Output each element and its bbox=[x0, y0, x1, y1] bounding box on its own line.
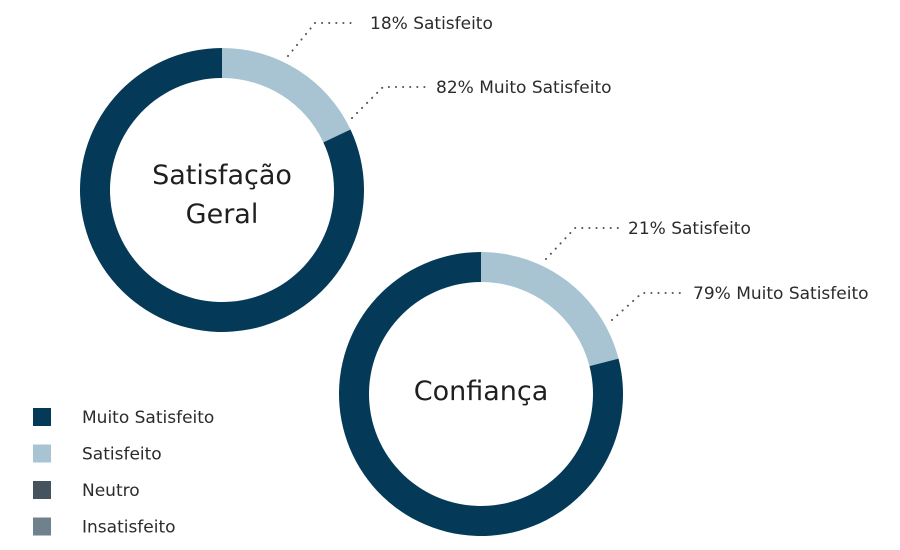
slice-label: 21% Satisfeito bbox=[628, 219, 751, 239]
donut-slice bbox=[222, 48, 351, 143]
legend-label: Neutro bbox=[82, 481, 140, 501]
legend-swatch bbox=[33, 408, 51, 426]
donut-center-label: Geral bbox=[186, 199, 259, 230]
donut-slice bbox=[481, 252, 619, 367]
legend-swatch bbox=[33, 481, 51, 499]
callout-leader bbox=[351, 86, 426, 119]
slice-label: 79% Muito Satisfeito bbox=[693, 284, 869, 304]
callout-leader bbox=[545, 227, 619, 260]
legend-label: Insatisfeito bbox=[82, 518, 176, 538]
legend-swatch bbox=[33, 517, 51, 536]
legend-label: Satisfeito bbox=[82, 445, 162, 465]
callout-leader bbox=[611, 292, 686, 321]
slice-label: 18% Satisfeito bbox=[370, 14, 493, 34]
legend-swatch bbox=[33, 444, 51, 463]
donut-center-label: Confiança bbox=[414, 376, 549, 407]
callout-leader bbox=[287, 22, 356, 57]
legend-label: Muito Satisfeito bbox=[82, 408, 214, 428]
slice-label: 82% Muito Satisfeito bbox=[436, 78, 612, 98]
donut-center-label: Satisfação bbox=[152, 160, 292, 191]
